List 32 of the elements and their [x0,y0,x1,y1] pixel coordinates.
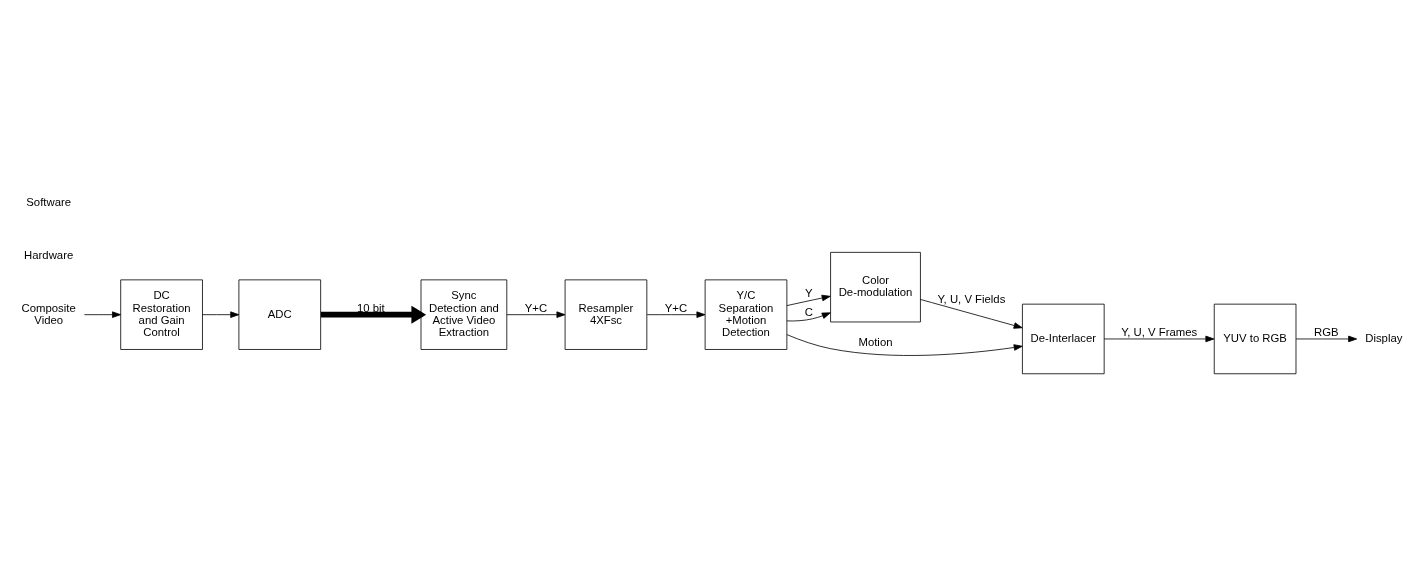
node-box: Sync Detection and Active Video Extraction [420,278,508,350]
node-box: De-Interlacer [1022,303,1105,374]
arrow [202,310,240,318]
node-box: Color De-modulation [830,251,921,322]
node-text: Display [1365,331,1403,344]
arrow [84,310,121,318]
arrow [786,294,831,306]
label: Hardware [24,248,74,261]
node-box: Resampler 4XFsc [564,278,648,350]
edge-label: Y [804,286,813,299]
node-text: Composite Video [21,301,76,326]
arrow [506,310,566,318]
node-box: ADC [238,278,322,350]
node-box: Y/C Separation +Motion Detection [704,278,788,350]
edge-label: Motion [858,335,893,348]
edge-label: C [804,305,813,318]
arrow [920,298,1023,329]
arrow [1295,335,1358,342]
arrow [646,310,706,318]
edge-label: Y, U, V Fields [937,292,1006,305]
arrow [320,305,427,324]
edge-label: Y+C [524,301,548,314]
arrow [1103,335,1215,342]
edge-label: Y+C [664,301,688,314]
node-box: DC Restoration and Gain Control [120,278,203,350]
edge-label: RGB [1314,325,1339,338]
node-box: YUV to RGB [1213,303,1297,374]
arrow [786,311,831,321]
edge-label: 10 bit [356,301,385,314]
label: Software [26,195,72,208]
edge-label: Y, U, V Frames [1121,325,1198,338]
arrow [786,333,1023,356]
